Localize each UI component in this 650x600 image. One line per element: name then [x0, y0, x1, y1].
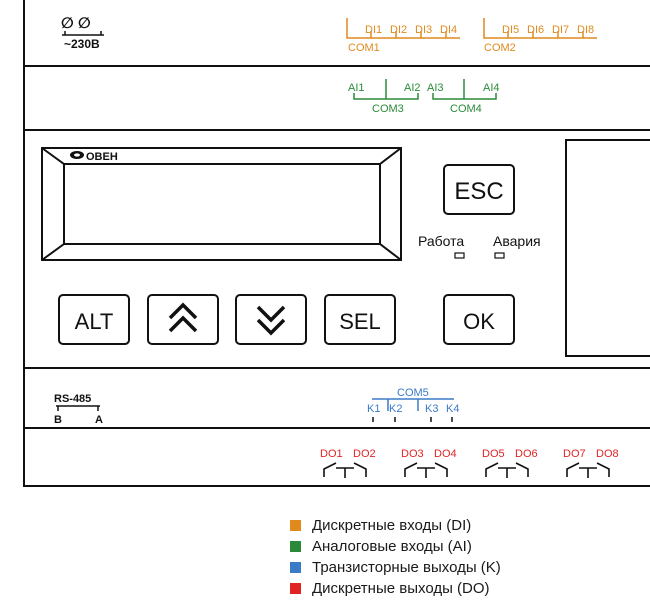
- di-common-label: COM1: [348, 42, 380, 54]
- power-terminals: ∅ ∅ ~230В: [61, 15, 104, 51]
- di-label: DI1: [365, 24, 382, 36]
- do-pair: DO5 DO6: [482, 448, 538, 478]
- ai-group-2: AI3 AI4 COM4: [427, 79, 500, 115]
- alarm-indicator: Авария: [493, 233, 541, 259]
- do-label: DO4: [434, 448, 457, 460]
- legend-item-di: Дискретные входы (DI): [290, 516, 590, 537]
- ok-button-label: OK: [463, 309, 495, 334]
- relay-contact-icon: [404, 462, 448, 478]
- di-label: DI5: [502, 24, 519, 36]
- chevron-up-icon: [168, 302, 198, 333]
- legend: Дискретные входы (DI) Аналоговые входы (…: [290, 516, 590, 600]
- do-label: DO1: [320, 448, 343, 460]
- do-label: DO8: [596, 448, 619, 460]
- relay-contact-icon: [323, 462, 367, 478]
- do-label: DO6: [515, 448, 538, 460]
- di-label: DI8: [577, 24, 594, 36]
- legend-label: Транзисторные выходы (K): [312, 559, 501, 576]
- work-led: [454, 252, 465, 259]
- di-label: DI4: [440, 24, 457, 36]
- legend-item-k: Транзисторные выходы (K): [290, 558, 590, 579]
- mount-bracket: [565, 139, 650, 357]
- k-label: K3: [425, 403, 438, 415]
- alarm-led: [494, 252, 505, 259]
- do-label: DO2: [353, 448, 376, 460]
- brand-logo: OBEH: [70, 151, 118, 163]
- di-label: DI2: [390, 24, 407, 36]
- di-group-2: DI5 DI6 DI7 DI8 COM2: [483, 18, 597, 54]
- work-indicator-label: Работа: [418, 233, 464, 249]
- sel-button-label: SEL: [339, 309, 381, 334]
- power-symbol: ∅ ∅: [61, 15, 91, 32]
- ai-group-1: AI1 AI2 COM3: [348, 79, 421, 115]
- do-pair: DO1 DO2: [320, 448, 376, 478]
- legend-swatch: [290, 583, 301, 594]
- legend-label: Аналоговые входы (AI): [312, 538, 472, 555]
- alt-button[interactable]: ALT: [58, 294, 130, 345]
- k-label: K2: [389, 403, 402, 415]
- rs485-b-label: B: [54, 414, 62, 426]
- up-button[interactable]: [147, 294, 219, 345]
- work-indicator: Работа: [418, 233, 465, 259]
- di-label: DI6: [527, 24, 544, 36]
- sel-button[interactable]: SEL: [324, 294, 396, 345]
- di-label: DI7: [552, 24, 569, 36]
- alarm-indicator-label: Авария: [493, 233, 541, 249]
- ai-label: AI2: [404, 82, 421, 94]
- do-label: DO3: [401, 448, 424, 460]
- do-outputs: DO1 DO2 DO3 DO4 DO5 DO6: [320, 448, 619, 478]
- rs485-terminals: RS-485 B A: [54, 393, 103, 426]
- k-common-label: COM5: [397, 387, 429, 399]
- ok-button[interactable]: OK: [443, 294, 515, 345]
- esc-button[interactable]: ESC: [443, 164, 515, 215]
- power-label: ~230В: [64, 37, 100, 51]
- ai-label: AI1: [348, 82, 365, 94]
- do-pair: DO7 DO8: [563, 448, 619, 478]
- k-label: K4: [446, 403, 459, 415]
- down-button[interactable]: [235, 294, 307, 345]
- ai-common-label: COM4: [450, 103, 482, 115]
- ai-common-label: COM3: [372, 103, 404, 115]
- device-frame: [23, 0, 650, 487]
- di-group-1: DI1 DI2 DI3 DI4 COM1: [346, 18, 460, 54]
- rs485-label: RS-485: [54, 393, 91, 405]
- relay-contact-icon: [485, 462, 529, 478]
- legend-swatch: [290, 520, 301, 531]
- do-pair: DO3 DO4: [401, 448, 457, 478]
- chevron-down-icon: [256, 305, 286, 336]
- alt-button-label: ALT: [75, 309, 114, 334]
- k-label: K1: [367, 403, 380, 415]
- legend-swatch: [290, 562, 301, 573]
- brand-logo-text: OBEH: [86, 151, 118, 163]
- legend-label: Дискретные входы (DI): [312, 517, 472, 534]
- di-label: DI3: [415, 24, 432, 36]
- do-label: DO7: [563, 448, 586, 460]
- legend-item-do: Дискретные выходы (DO): [290, 579, 590, 600]
- di-common-label: COM2: [484, 42, 516, 54]
- relay-contact-icon: [566, 462, 610, 478]
- rs485-a-label: A: [95, 414, 103, 426]
- ai-label: AI4: [483, 82, 500, 94]
- legend-swatch: [290, 541, 301, 552]
- lcd-display: OBEH: [41, 147, 402, 261]
- k-outputs: COM5 K1 K2 K3 K4: [367, 387, 459, 422]
- legend-label: Дискретные выходы (DO): [312, 580, 490, 597]
- legend-item-ai: Аналоговые входы (AI): [290, 537, 590, 558]
- esc-button-label: ESC: [454, 178, 503, 205]
- ai-label: AI3: [427, 82, 444, 94]
- do-label: DO5: [482, 448, 505, 460]
